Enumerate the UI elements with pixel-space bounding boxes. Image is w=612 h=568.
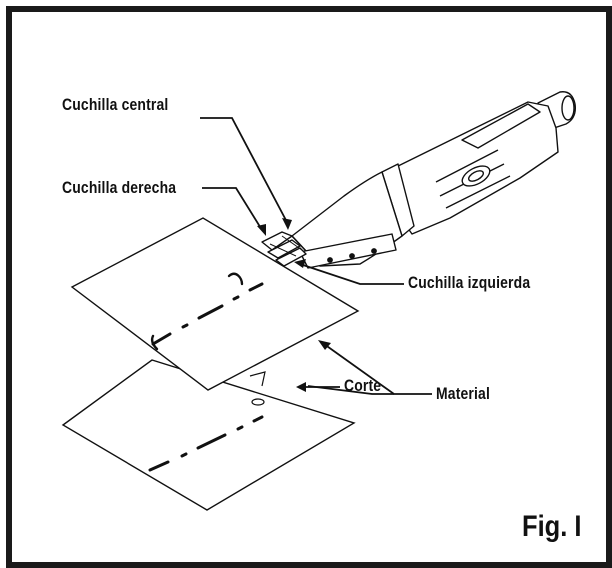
figure-frame (6, 6, 612, 568)
leader-cuchilla-central (200, 117, 289, 225)
label-cuchilla-central: Cuchilla central (62, 95, 169, 114)
leader-lines (200, 117, 432, 395)
lower-material-sheet (61, 359, 356, 511)
nibbler-tool (261, 91, 576, 269)
upper-material-sheet (70, 217, 360, 391)
label-corte: Corte (344, 376, 382, 395)
label-cuchilla-izquierda: Cuchilla izquierda (408, 273, 531, 292)
label-material: Material (436, 384, 491, 403)
label-cuchilla-derecha: Cuchilla derecha (62, 178, 177, 197)
leader-cuchilla-derecha (202, 187, 263, 231)
leader-material-lower (307, 385, 394, 395)
figure-label: Fig. I (522, 510, 582, 543)
leader-cuchilla-izquierda (299, 263, 404, 285)
